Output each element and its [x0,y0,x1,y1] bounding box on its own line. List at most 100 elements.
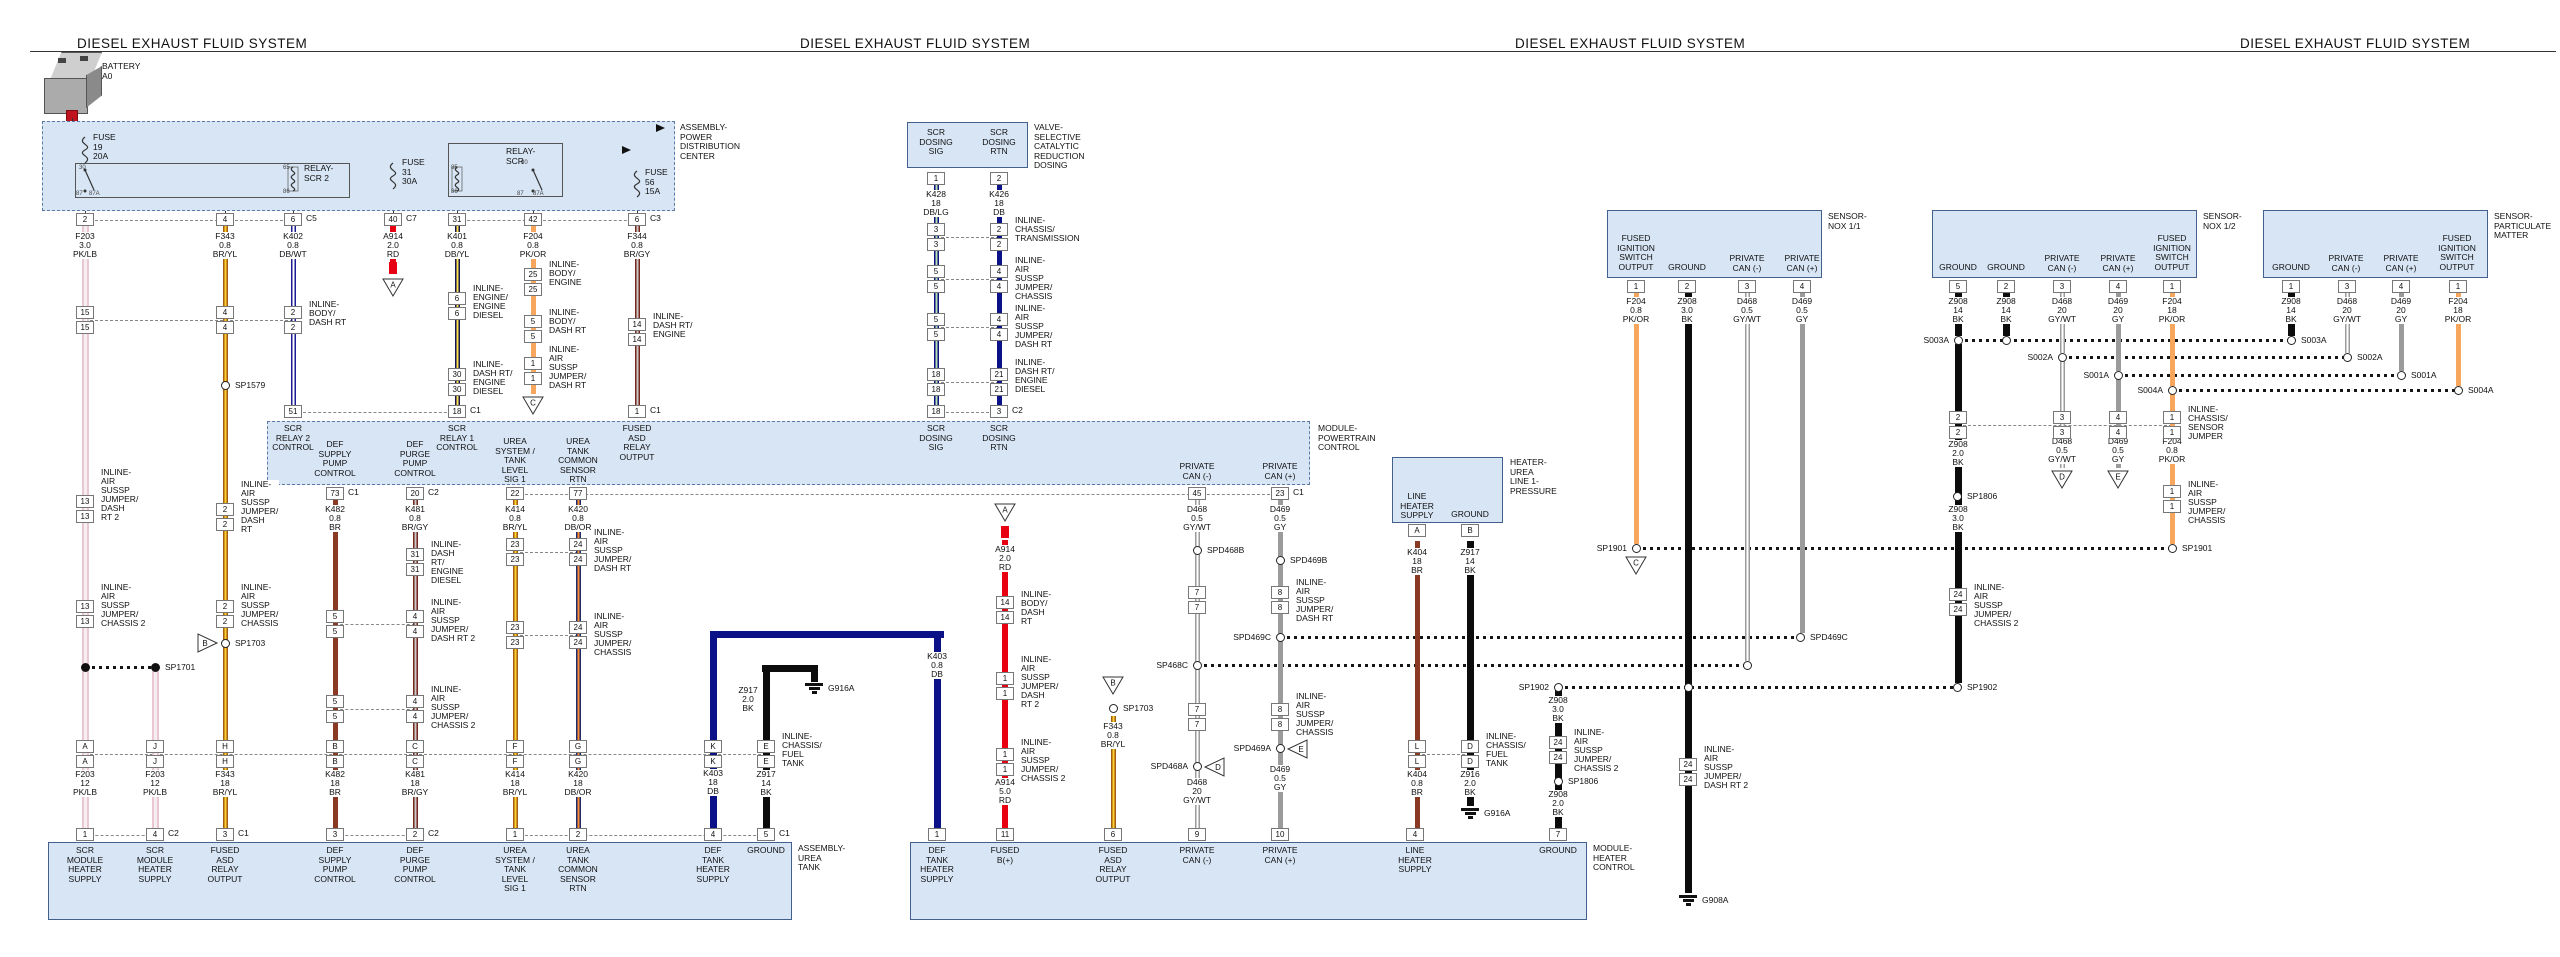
splice-label: SPD469C [1810,632,1848,642]
dotted-splice-line [1958,339,2291,342]
inline-connector: 2 [216,615,234,628]
wire-db [996,185,1002,405]
splice-label: S004A [2468,385,2494,395]
pin-77: 77 [569,487,587,500]
inline-connector: B [326,755,344,768]
inline-connector-label: INLINE-BODY/ENGINE [548,259,583,287]
inline-connector: 7 [1188,586,1206,599]
wire-br_yl [1110,716,1116,828]
dotted-splice-line [2172,389,2458,392]
pin-3: 3 [1738,280,1756,293]
inline-connector: 24 [1549,736,1567,749]
inline-connector: C [406,755,424,768]
pin-7: 7 [1549,828,1567,841]
inline-connector: 8 [1271,718,1289,731]
pin-2: 2 [406,828,424,841]
dashed-link [335,624,415,625]
terminal-number: 30 [521,160,528,166]
inline-connector: 1 [2163,411,2181,424]
inline-connector: 23 [506,636,524,649]
pin-11: 11 [996,828,1014,841]
inline-connector: 5 [927,280,945,293]
pin-51: 51 [284,405,302,418]
dashed-link [335,709,415,710]
pin-3: 3 [990,405,1008,418]
component-box [1392,457,1503,523]
inline-connector: K [704,755,722,768]
dotted-splice-line [1636,547,2172,550]
pin-2: 2 [1678,280,1696,293]
inline-connector: 23 [506,538,524,551]
fuse-icon [81,136,89,164]
splice-dot [80,662,90,672]
svg-text:D: D [1215,763,1221,772]
terminal-number: 87A [89,191,100,197]
pin-1: 1 [2282,280,2300,293]
inline-connector: 14 [996,596,1014,609]
dashed-link [457,220,637,221]
splice-label: SP468C [1156,660,1188,670]
component-box [75,163,350,198]
inline-connector: 6 [448,292,466,305]
splice-label: S001A [2083,370,2109,380]
wire-gy [2398,293,2404,371]
inline-connector: 15 [76,306,94,319]
junction [1742,660,1752,670]
splice-SPD469C [1795,632,1805,642]
dashed-link [85,835,155,836]
wire-end-stub [389,262,397,274]
pin-9: 9 [1188,828,1206,841]
pin-23: 23 [1271,487,1289,500]
svg-text:E: E [2115,473,2120,482]
dashed-link [85,754,766,755]
inline-connector: F [506,755,524,768]
inline-connector: 1 [2163,500,2181,513]
inline-connector: 1 [524,357,542,370]
dotted-splice-line [85,666,155,669]
wire-db_or [575,500,581,828]
box-outside-label: SENSOR-NOX 1/2 [2203,211,2242,231]
inline-connector: E [757,740,775,753]
arrow-icon [656,124,665,132]
wire-bk [810,668,818,682]
pin-45: 45 [1188,487,1206,500]
splice-S003A [2286,335,2296,345]
pin-3: 3 [326,828,344,841]
inline-connector: 13 [76,495,94,508]
splice-SP1901 [1631,543,1641,553]
dotted-splice-line [2118,374,2401,377]
pin-18: 18 [448,405,466,418]
component-box [1932,210,2197,278]
dashed-link [936,237,999,238]
connector-id: C7 [406,213,417,223]
svg-text:A: A [1002,506,1008,515]
ground-label: G908A [1702,895,1729,905]
splice-label: SP1703 [1123,703,1154,713]
dashed-link [85,320,293,321]
